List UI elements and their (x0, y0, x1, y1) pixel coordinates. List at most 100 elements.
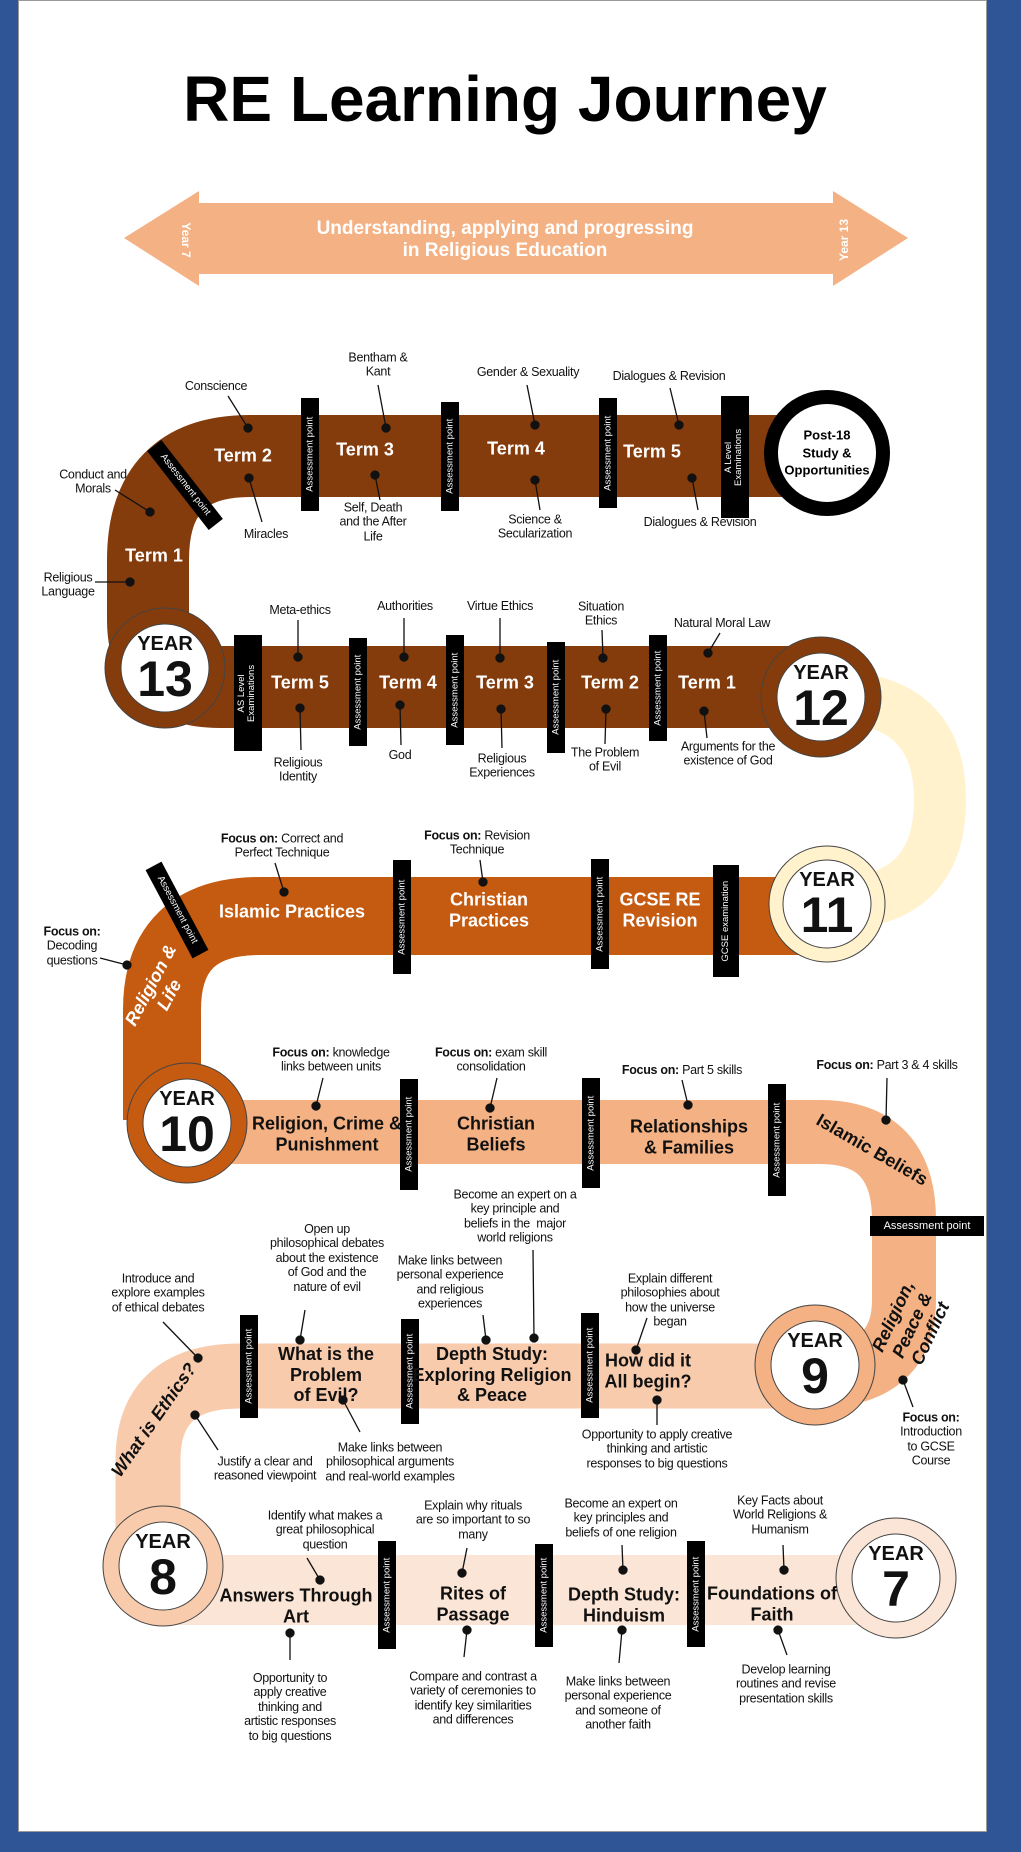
annotation: Explain why rituals are so important to … (415, 1498, 531, 1542)
year-label: YEAR (793, 661, 849, 684)
annotation: Introduce and explore examples of ethica… (111, 1271, 205, 1315)
unit-label: Term 2 (214, 445, 272, 466)
unit-label: Term 5 (271, 672, 329, 693)
assessment-point: Assessment point (441, 402, 459, 511)
annotation: Opportunity to apply creative thinking a… (581, 1427, 733, 1471)
annotation: Religious Language (41, 570, 95, 599)
year-label: YEAR (137, 632, 193, 655)
annotation: Key Facts about World Religions & Humani… (732, 1493, 828, 1537)
annotation: Miracles (243, 526, 289, 541)
unit-label: Religion, Crime & Punishment (251, 1113, 403, 1154)
focus-annotation: Focus on: exam skill consolidation (434, 1045, 548, 1074)
annotation: Self, Death and the After Life (339, 500, 407, 544)
assessment-point: Assessment point (401, 1319, 419, 1424)
post18-circle (764, 390, 890, 516)
annotation: Compare and contrast a variety of ceremo… (409, 1669, 537, 1727)
unit-label: Rites of Passage (436, 1583, 510, 1624)
assessment-point: Assessment point (591, 859, 609, 969)
leader-lines (95, 384, 914, 1664)
annotation: Become an expert on a key principle and … (453, 1187, 577, 1245)
assessment-point: Assessment point (687, 1541, 705, 1647)
assessment-point: Assessment point (349, 638, 367, 746)
annotation: Virtue Ethics (466, 598, 534, 613)
year-number: 8 (149, 1548, 177, 1605)
annotation: Arguments for the existence of God (680, 739, 776, 768)
assessment-point: Assessment point (581, 1313, 599, 1418)
unit-label: Christian Beliefs (456, 1113, 536, 1154)
annotation: Develop learning routines and revise pre… (736, 1662, 836, 1706)
focus-annotation: Focus on: Part 3 & 4 skills (816, 1057, 958, 1072)
annotation: Bentham & Kant (348, 350, 408, 379)
annotation: Explain different philosophies about how… (620, 1271, 720, 1329)
focus-annotation: Focus on: Correct and Perfect Technique (220, 831, 344, 860)
unit-label: GCSE RE Revision (619, 889, 701, 930)
gcse-examination: GCSE examination (713, 865, 739, 977)
track-year12-link (829, 671, 967, 930)
focus-annotation: Focus on: Revision Technique (424, 828, 530, 857)
year-number: 12 (793, 679, 849, 736)
annotation: Religious Identity (273, 755, 323, 784)
annotation: Natural Moral Law (673, 615, 771, 630)
arrow-start-label: Year 7 (178, 222, 193, 258)
assessment-point: Assessment point (240, 1315, 258, 1418)
annotation: Make links between personal experience a… (396, 1253, 504, 1311)
unit-label: Depth Study: Hinduism (568, 1584, 680, 1625)
annotation: Gender & Sexuality (476, 364, 580, 379)
arrow-caption: Understanding, applying and progressing … (316, 218, 694, 261)
annotation: Become an expert on key principles and b… (564, 1496, 678, 1540)
annotation: Make links between philosophical argumen… (325, 1440, 455, 1484)
assessment-point: Assessment point (301, 398, 319, 511)
annotation: God (388, 747, 412, 762)
annotation: Opportunity to apply creative thinking a… (244, 1671, 336, 1743)
year-number: 10 (159, 1105, 215, 1162)
year-number: 9 (801, 1347, 829, 1404)
assessment-point: Assessment point (582, 1078, 600, 1188)
annotation: Justify a clear and reasoned viewpoint (213, 1454, 317, 1483)
year-label: YEAR (868, 1542, 924, 1565)
annotation: Identify what makes a great philosophica… (267, 1508, 383, 1552)
year-label: YEAR (159, 1087, 215, 1110)
assessment-point: Assessment point (599, 398, 617, 508)
a-level-exams: A Level Examinations (721, 396, 749, 518)
annotation: Conduct and Morals (59, 467, 127, 496)
year-number: 7 (882, 1560, 910, 1617)
year-number: 11 (800, 886, 854, 943)
unit-label: Relationships & Families (629, 1116, 749, 1157)
year-label: YEAR (135, 1530, 191, 1553)
assessment-point: Assessment point (649, 635, 667, 741)
year-label: YEAR (799, 868, 855, 891)
year7-circle (835, 1517, 957, 1639)
assessment-point: Assessment point (378, 1541, 396, 1649)
annotation: Science & Secularization (497, 512, 573, 541)
unit-label: Term 3 (336, 439, 394, 460)
year8-circle (102, 1505, 224, 1627)
assessment-point: Assessment point (400, 1079, 418, 1190)
as-level-exams: AS Level Examinations (234, 635, 262, 751)
year10-circle (126, 1062, 248, 1184)
assessment-point: Assessment point (535, 1544, 553, 1647)
unit-label: Term 3 (476, 672, 534, 693)
annotation: Conscience (184, 378, 248, 393)
assessment-point: Assessment point (393, 860, 411, 974)
unit-label: Term 1 (678, 672, 736, 693)
assessment-point: Assessment point (446, 635, 464, 745)
annotation: Situation Ethics (578, 599, 624, 628)
focus-annotation: Focus on: knowledge links between units (272, 1045, 390, 1074)
page-title: RE Learning Journey (183, 63, 827, 136)
unit-label: Answers Through Art (219, 1585, 373, 1626)
progress-arrow (124, 191, 908, 286)
year13-circle (104, 607, 226, 729)
annotation: Open up philosophical debates about the … (270, 1222, 384, 1294)
post18-label: Post-18 Study & Opportunities (784, 427, 870, 478)
annotation: Religious Experiences (469, 751, 535, 780)
year11-circle (768, 845, 886, 963)
unit-label: Term 4 (487, 438, 545, 459)
focus-annotation: Focus on: Decoding questions (43, 924, 101, 968)
